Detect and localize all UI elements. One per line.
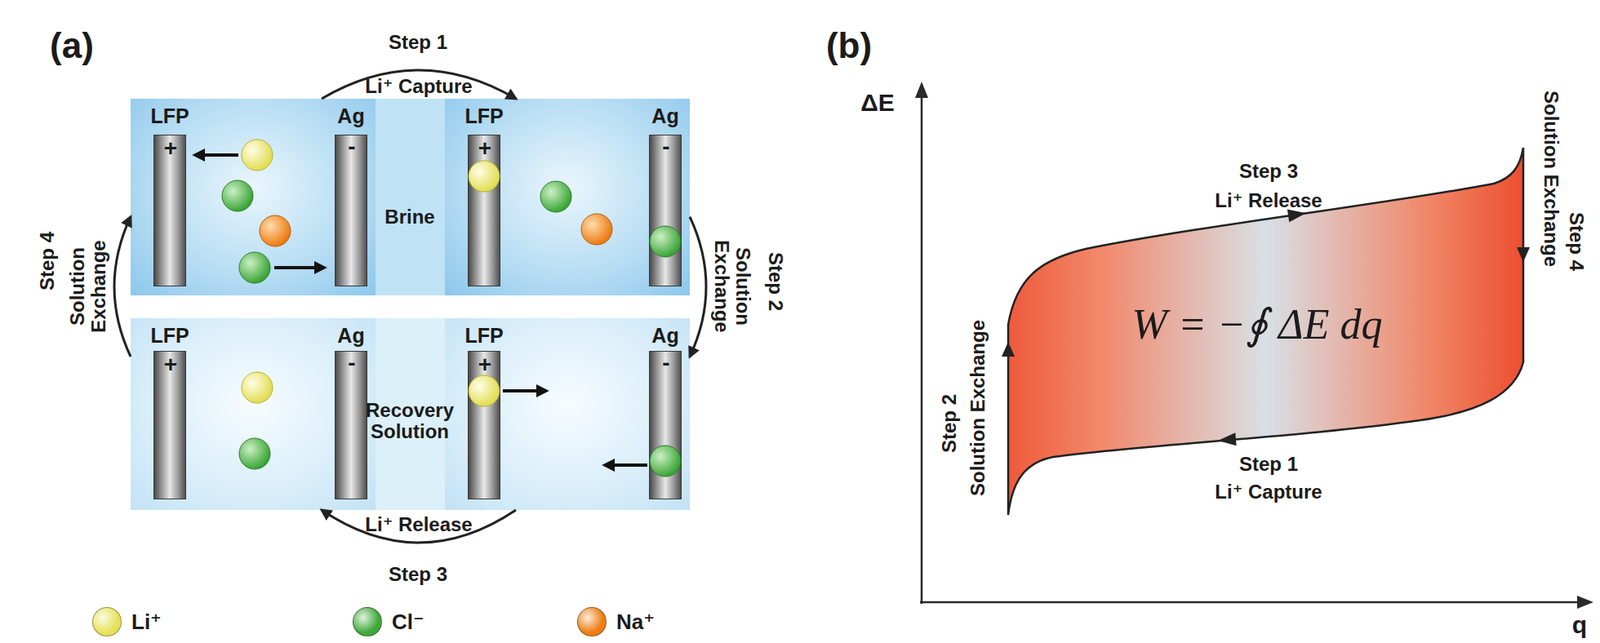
chloride-ion [222, 180, 254, 212]
lithium-ion [468, 375, 500, 407]
step-label: Li⁺ Capture [364, 75, 472, 98]
ag-electrode: - [648, 351, 682, 500]
electrode-label: LFP [464, 324, 503, 348]
annotation-label: Li⁺ Release [1214, 190, 1322, 212]
electrode-label: LFP [150, 324, 189, 348]
annotation-label: (b) [826, 26, 872, 66]
annotation-label: ΔE [860, 88, 895, 116]
step-label: Solution Exchange [711, 235, 755, 338]
ion-motion-arrow [502, 389, 546, 393]
electrode-label: LFP [464, 105, 503, 129]
chloride-ion [239, 252, 271, 284]
polarity-sign: - [347, 134, 356, 160]
annotation-label: Li⁺ Capture [1214, 481, 1322, 503]
polarity-sign: + [164, 352, 178, 378]
ag-electrode: - [334, 351, 368, 500]
lfp-electrode: + [467, 351, 501, 500]
ion-motion-arrow [274, 266, 324, 270]
chloride-ion [649, 226, 681, 258]
cell-panel: LFP Ag + - [444, 318, 690, 511]
electrode-label: LFP [150, 105, 189, 129]
electrode-label: Ag [651, 105, 679, 129]
step-arrow [321, 70, 516, 99]
ag-electrode: - [648, 134, 682, 287]
lithium-ion [468, 160, 500, 192]
recovery-band [130, 318, 690, 511]
annotation-label: Recovery Solution [356, 400, 463, 444]
annotation-label: Solution Exchange [967, 320, 989, 497]
chloride-ion [649, 445, 681, 477]
lfp-electrode: + [467, 134, 501, 287]
step-arrow [689, 217, 707, 357]
annotation-label: Step 1 [1239, 453, 1298, 476]
annotation-label: Step 2 [938, 394, 960, 454]
annotation-label: Step 3 [388, 564, 448, 586]
sodium-ion [581, 213, 613, 245]
legend-swatch [92, 607, 122, 637]
cycle-arrowhead [1516, 247, 1530, 263]
annotation-label: Solution Exchange [1540, 90, 1562, 267]
electrode-label: Ag [337, 324, 365, 348]
polarity-sign: + [478, 352, 492, 378]
lfp-electrode: + [153, 134, 187, 287]
polarity-sign: + [164, 136, 178, 162]
axis-arrowhead [915, 81, 929, 98]
legend-text: Li⁺ [131, 610, 162, 635]
annotation-label: Step 3 [1239, 160, 1298, 183]
legend-swatch [352, 607, 383, 637]
annotation-label: q [1572, 611, 1587, 639]
cell-panel: LFP Ag + - [130, 318, 376, 511]
axis-arrowhead [1577, 595, 1594, 609]
annotation-label: Step 2 [764, 252, 787, 312]
electrode-label: Ag [651, 324, 679, 348]
y-axis [920, 94, 924, 605]
cycle-arrowhead [1001, 342, 1015, 357]
polarity-sign: - [662, 351, 670, 377]
ion-motion-arrow [605, 463, 648, 467]
x-axis [920, 601, 1583, 605]
lithium-ion [241, 372, 273, 404]
legend-swatch [577, 607, 607, 637]
annotation-label: (a) [49, 26, 94, 66]
annotation-label: Step 4 [36, 231, 58, 291]
chloride-ion [239, 438, 271, 470]
legend-text: Na⁺ [616, 610, 655, 635]
legend-text: Cl⁻ [391, 610, 425, 635]
annotation-label: Step 1 [388, 31, 448, 54]
electrode-label: Ag [337, 105, 365, 129]
lfp-electrode: + [153, 351, 187, 500]
annotation-label: Step 4 [1565, 212, 1587, 272]
cycle-arrowhead [1217, 432, 1236, 448]
step-label: Li⁺ Release [364, 514, 472, 536]
brine-band [130, 98, 690, 296]
annotation-label: Brine [384, 206, 435, 228]
ag-electrode: - [334, 134, 368, 287]
work-formula: W = −∮ ΔE dq [1132, 301, 1383, 348]
polarity-sign: - [347, 351, 356, 377]
step-arrow [321, 510, 516, 543]
chloride-ion [540, 181, 572, 213]
step-label: Solution Exchange [66, 235, 111, 338]
sodium-ion [259, 215, 291, 247]
loop-area [1008, 147, 1524, 516]
polarity-sign: - [662, 134, 670, 160]
polarity-sign: + [478, 136, 492, 162]
step-arrow [114, 217, 131, 357]
lithium-ion [241, 139, 273, 171]
ion-motion-arrow [195, 153, 239, 157]
